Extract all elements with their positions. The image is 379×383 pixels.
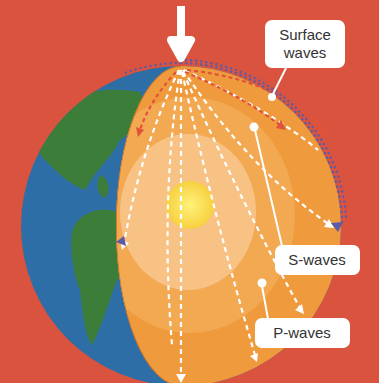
label-text: P-waves — [273, 324, 331, 342]
callout-label: P-waves — [255, 318, 350, 348]
surface-wave-dots — [122, 60, 346, 222]
red-arrowheads — [136, 120, 326, 137]
callout-label: Surface waves — [265, 20, 345, 68]
surface-wave-heads — [116, 222, 343, 246]
label-text: S-waves — [288, 251, 346, 269]
callout-label: S-waves — [275, 245, 360, 275]
label-text: Surface waves — [272, 26, 338, 62]
near-surface-paths — [140, 70, 322, 130]
impact-arrow — [171, 6, 191, 58]
leader-lines — [251, 64, 289, 319]
arrowheads — [120, 219, 334, 383]
cross-section — [85, 60, 360, 383]
